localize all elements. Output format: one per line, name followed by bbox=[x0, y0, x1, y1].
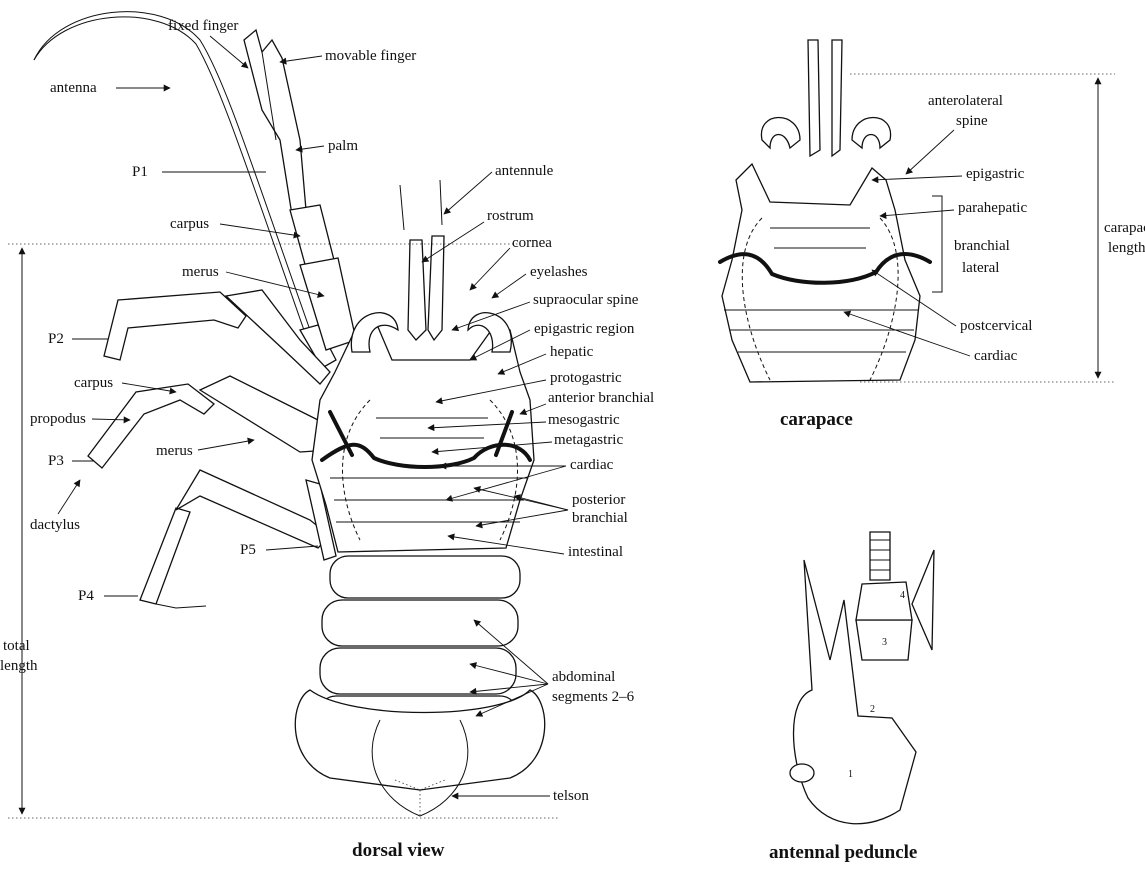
label-fixed-finger: fixed finger bbox=[168, 18, 238, 34]
label-anterior-branchial: anterior branchial bbox=[548, 390, 654, 406]
label-peduncle-seg2: 2 bbox=[870, 704, 875, 715]
label-telson: telson bbox=[553, 788, 589, 804]
label-total-length-line2: length bbox=[0, 658, 38, 674]
label-abdominal-line2: segments 2–6 bbox=[552, 689, 635, 705]
label-propodus: propodus bbox=[30, 411, 86, 427]
label-antennule: antennule bbox=[495, 163, 554, 179]
dorsal-view-drawing bbox=[34, 12, 545, 816]
label-mesogastric: mesogastric bbox=[548, 412, 620, 428]
label-merus-leg: merus bbox=[156, 443, 193, 459]
label-protogastric: protogastric bbox=[550, 370, 622, 386]
label-peduncle-seg4: 4 bbox=[900, 590, 905, 601]
label-anterolateral-line2: spine bbox=[956, 113, 988, 129]
label-carpus-p1: carpus bbox=[170, 216, 209, 232]
label-intestinal: intestinal bbox=[568, 544, 623, 560]
label-p5: P5 bbox=[240, 542, 256, 558]
label-p2: P2 bbox=[48, 331, 64, 347]
label-eyelashes: eyelashes bbox=[530, 264, 588, 280]
label-movable-finger: movable finger bbox=[325, 48, 416, 64]
label-peduncle-seg1: 1 bbox=[848, 769, 853, 780]
label-branchial-lateral-line2: lateral bbox=[962, 260, 999, 276]
label-branchial-lateral-line1: branchial bbox=[954, 238, 1010, 254]
label-carapace-length-line1: carapace bbox=[1104, 220, 1145, 236]
label-p3: P3 bbox=[48, 453, 64, 469]
label-parahepatic: parahepatic bbox=[958, 200, 1027, 216]
label-cardiac-carapace: cardiac bbox=[974, 348, 1018, 364]
label-metagastric: metagastric bbox=[554, 432, 623, 448]
label-abdominal-line1: abdominal bbox=[552, 669, 615, 685]
label-peduncle-seg3: 3 bbox=[882, 637, 887, 648]
antennal-peduncle-drawing bbox=[790, 532, 934, 824]
label-epigastric-region: epigastric region bbox=[534, 321, 635, 337]
label-dactylus: dactylus bbox=[30, 517, 80, 533]
label-carapace-length-line2: length bbox=[1108, 240, 1145, 256]
label-rostrum: rostrum bbox=[487, 208, 534, 224]
label-postcervical: postcervical bbox=[960, 318, 1032, 334]
label-palm: palm bbox=[328, 138, 358, 154]
label-p4: P4 bbox=[78, 588, 94, 604]
caption-antennal-peduncle: antennal peduncle bbox=[769, 842, 917, 863]
caption-dorsal-view: dorsal view bbox=[352, 840, 445, 861]
label-anterolateral-line1: anterolateral bbox=[928, 93, 1003, 109]
label-hepatic: hepatic bbox=[550, 344, 594, 360]
label-posterior-branchial-line1: posterior bbox=[572, 492, 625, 508]
label-merus-p1: merus bbox=[182, 264, 219, 280]
label-antenna: antenna bbox=[50, 80, 97, 96]
label-cornea: cornea bbox=[512, 235, 552, 251]
label-carpus-leg: carpus bbox=[74, 375, 113, 391]
label-posterior-branchial-line2: branchial bbox=[572, 510, 628, 526]
label-cardiac-dorsal: cardiac bbox=[570, 457, 614, 473]
caption-carapace: carapace bbox=[780, 409, 853, 430]
branchial-lateral-bracket bbox=[932, 196, 942, 292]
label-total-length-line1: total bbox=[3, 638, 30, 654]
label-supraocular-spine: supraocular spine bbox=[533, 292, 639, 308]
label-epigastric-carapace: epigastric bbox=[966, 166, 1025, 182]
label-p1: P1 bbox=[132, 164, 148, 180]
